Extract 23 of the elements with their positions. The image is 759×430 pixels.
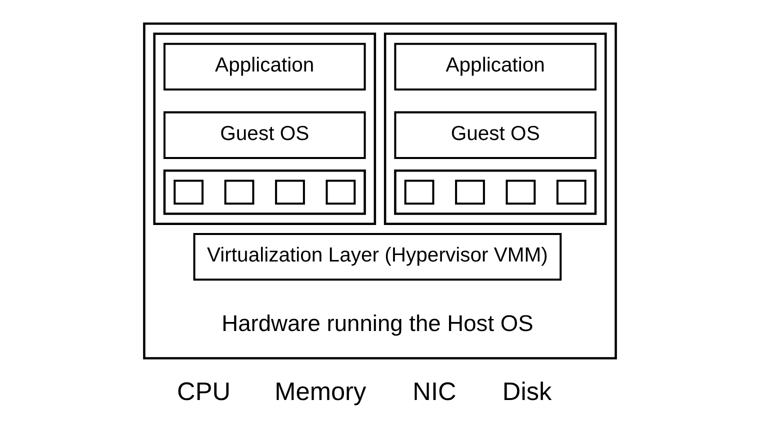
cluster: [152, 32, 376, 226]
node-box: Guest OS: [162, 111, 366, 159]
label: Disk: [502, 378, 552, 406]
node-box: [454, 180, 484, 205]
cluster: [142, 22, 616, 360]
label: Memory: [274, 378, 366, 406]
node-box: [173, 180, 204, 205]
node-box: [404, 180, 434, 205]
node-box: [274, 180, 304, 205]
node-box: [556, 180, 586, 205]
node-box: Application: [162, 42, 366, 91]
label: NIC: [412, 378, 456, 406]
node-box: [505, 180, 536, 205]
node-box: [325, 180, 356, 205]
node-box: [224, 180, 254, 205]
label: CPU: [176, 378, 230, 406]
node-box: Application: [394, 42, 596, 91]
cluster: [162, 170, 366, 215]
cluster: [383, 32, 606, 226]
label: Hardware running the Host OS: [221, 310, 533, 336]
cluster: [394, 170, 596, 215]
node-box: Guest OS: [394, 111, 596, 159]
node-box: Virtualization Layer (Hypervisor VMM): [192, 233, 562, 281]
